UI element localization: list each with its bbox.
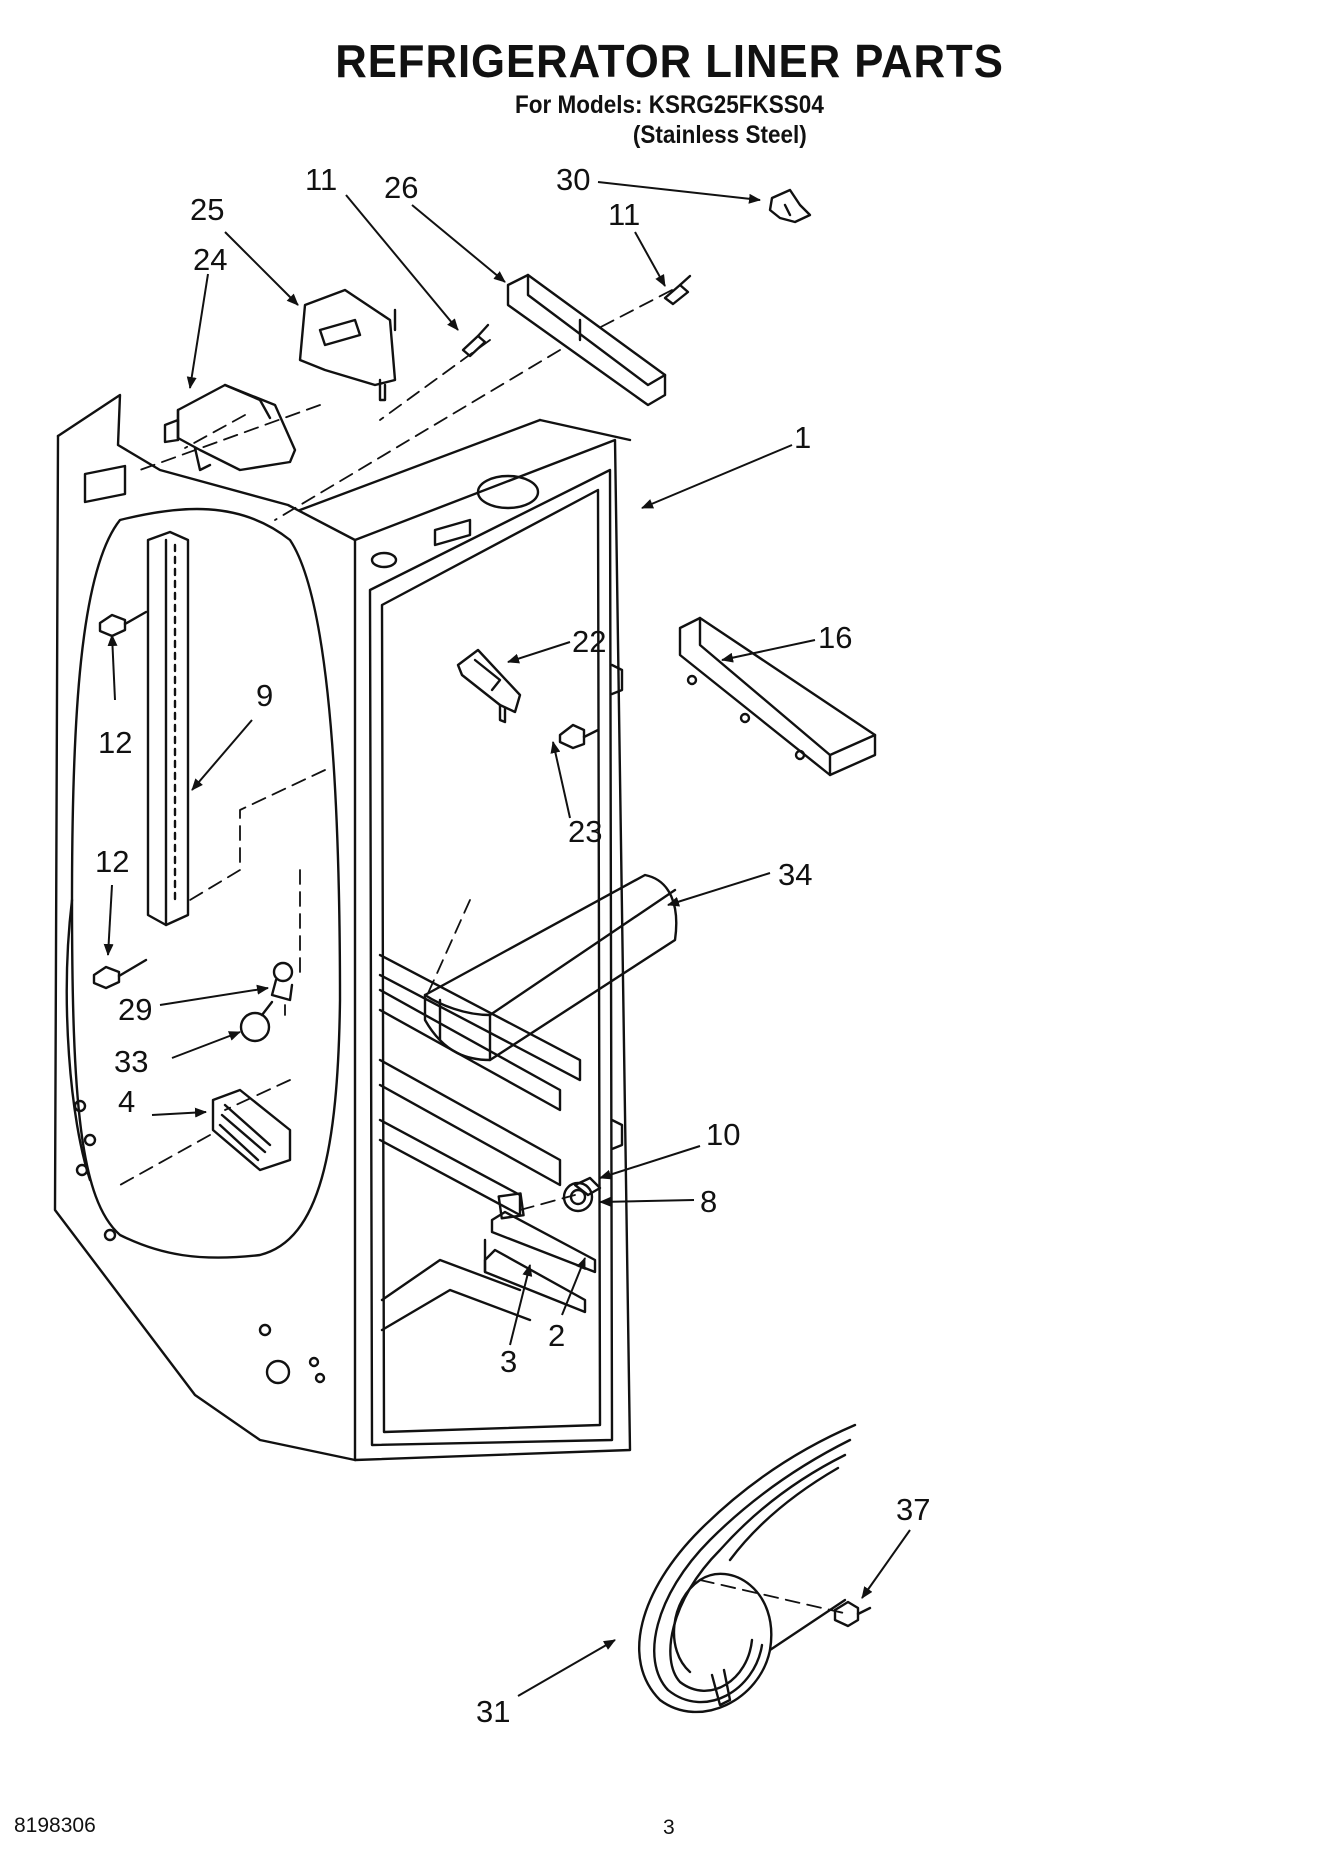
model-info: For Models: KSRG25FKSS04 (Stainless Stee…: [515, 90, 824, 150]
callout-29: 29: [118, 992, 152, 1027]
part-bracket-2: [490, 1192, 597, 1274]
callout-12a: 12: [98, 725, 132, 760]
page-number: 3: [663, 1816, 675, 1839]
callout-11a: 11: [305, 162, 337, 197]
part-cover-16: [678, 616, 877, 777]
part-bracket-3: [483, 1238, 587, 1314]
part-bracket-25: [298, 288, 397, 402]
models-label: For Models:: [515, 91, 643, 119]
part-screw-12-lower: [92, 958, 148, 990]
part-bracket-22: [456, 648, 522, 724]
part-lamp-socket-29: [270, 961, 294, 1002]
callout-33: 33: [114, 1044, 148, 1079]
callout-26: 26: [384, 170, 418, 205]
liner-shell: [53, 393, 632, 1462]
part-screw-11-right: [663, 274, 692, 306]
part-screw-12-upper: [98, 610, 148, 638]
part-tubing-coil-31: [638, 1423, 857, 1714]
callout-9: 9: [256, 678, 273, 713]
assembly-lines: [119, 289, 849, 1615]
callout-8: 8: [700, 1184, 717, 1219]
part-screw-11-left: [461, 323, 490, 358]
part-clip: [768, 188, 812, 224]
callout-34: 34: [778, 857, 812, 892]
part-screw-23: [558, 723, 600, 750]
callout-24: 24: [193, 242, 227, 277]
callout-23: 23: [568, 814, 602, 849]
part-vent-4: [211, 1088, 292, 1172]
callout-37: 37: [896, 1492, 930, 1527]
callout-22: 22: [572, 624, 606, 659]
callout-30: 30: [556, 162, 590, 197]
callout-31: 31: [476, 1694, 510, 1729]
callout-25: 25: [190, 192, 224, 227]
model-variant: (Stainless Steel): [632, 121, 807, 149]
callout-2: 2: [548, 1318, 565, 1353]
leader-lines: [103, 181, 911, 1697]
callout-11b: 11: [608, 197, 640, 232]
part-screw-37: [833, 1600, 872, 1628]
model-number: KSRG25FKSS04: [648, 91, 824, 119]
callout-16: 16: [818, 620, 852, 655]
part-top-channel: [506, 273, 667, 407]
callout-1: 1: [794, 420, 811, 455]
part-rail: [146, 530, 190, 927]
document-number: 8198306: [14, 1814, 96, 1837]
part-crisper-cover-34: [423, 873, 678, 1062]
callout-3: 3: [500, 1344, 517, 1379]
part-control-housing: [163, 383, 297, 472]
callout-10: 10: [706, 1117, 740, 1152]
callout-labels: 1 2 3 4 8 9 10 11 11 12 12 16 22 23 24 2…: [95, 162, 930, 1729]
page-title: REFRIGERATOR LINER PARTS: [335, 35, 1004, 87]
callout-4: 4: [118, 1084, 135, 1119]
part-bulb-33: [239, 1000, 274, 1043]
callout-12b: 12: [95, 844, 129, 879]
